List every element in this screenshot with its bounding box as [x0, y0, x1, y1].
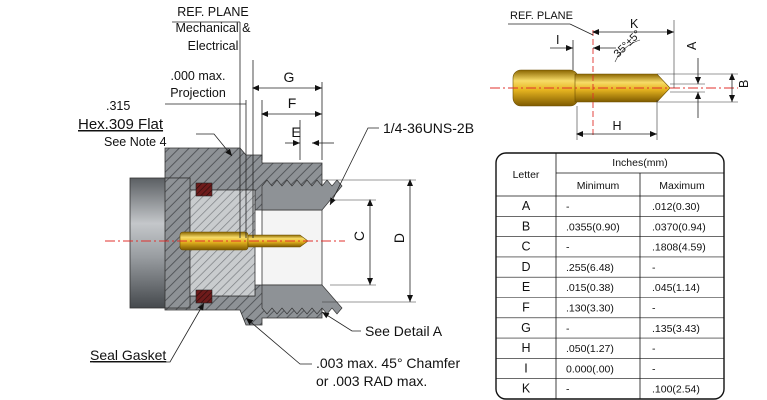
table-cell-letter: C: [521, 240, 530, 254]
table-frame: [495, 152, 725, 400]
table-cell-max: -: [652, 363, 656, 375]
table-cell-min: -: [566, 323, 570, 335]
table-row: B .0355(0.90) .0370(0.94): [522, 219, 706, 233]
gasket-top: [195, 182, 213, 197]
table-cell-max: .135(3.43): [652, 323, 700, 335]
detail-K-label: K: [630, 17, 639, 31]
see-note-label: See Note 4: [104, 135, 167, 149]
table-row: E .015(0.38) .045(1.14): [522, 280, 700, 294]
ref-plane-line1: REF. PLANE: [177, 5, 249, 19]
table-header-group: Inches(mm): [612, 157, 667, 169]
table-cell-min: .0355(0.90): [566, 221, 620, 233]
table-cell-min: .015(0.38): [566, 282, 614, 294]
dim-C-label: C: [351, 231, 367, 241]
leader-lines: [93, 21, 379, 365]
table-row: K - .100(2.54): [522, 382, 700, 396]
table-header-max: Maximum: [659, 180, 705, 192]
table-row: D .255(6.48) -: [521, 260, 656, 274]
table-cell-min: .255(6.48): [566, 262, 614, 274]
ref-plane-line3: Electrical: [188, 39, 239, 53]
table-cell-max: -: [652, 262, 656, 274]
detail-dim-lines: [508, 20, 738, 140]
table-row: G - .135(3.43): [521, 321, 700, 335]
table-cell-max: .012(0.30): [652, 201, 700, 213]
table-cell-letter: I: [524, 361, 527, 375]
detail-angle-label: 35°±5°: [612, 28, 644, 60]
table-header-letter: Letter: [513, 169, 540, 181]
table-cell-max: -: [652, 303, 656, 315]
table-cell-min: 0.000(.00): [566, 363, 614, 375]
table-row: F .130(3.30) -: [522, 301, 656, 315]
table-row: C - .1808(4.59): [521, 240, 705, 254]
table-row: A - .012(0.30): [522, 199, 700, 213]
see-detail-label: See Detail A: [365, 323, 443, 339]
table-cell-letter: A: [522, 199, 531, 213]
table-cell-max: .045(1.14): [652, 282, 700, 294]
table-cell-letter: E: [522, 280, 530, 294]
table-cell-letter: F: [522, 301, 530, 315]
table-cell-min: .050(1.27): [566, 343, 614, 355]
table-cell-min: -: [566, 201, 570, 213]
table-cell-letter: H: [521, 341, 530, 355]
thread-teeth: [261, 179, 343, 315]
chamfer-line1: .003 max. 45° Chamfer: [316, 355, 460, 371]
table-cell-letter: G: [521, 321, 531, 335]
main-section-view: [105, 147, 345, 326]
table-cell-letter: K: [522, 382, 531, 396]
center-pin-tip: [247, 234, 309, 248]
detail-H-label: H: [612, 119, 621, 133]
chamfer-line2: or .003 RAD max.: [316, 373, 427, 389]
projection-line1: .000 max.: [171, 69, 226, 83]
table-cell-letter: B: [522, 219, 530, 233]
dim-D-label: D: [391, 233, 407, 243]
ref-plane-line2: Mechanical &: [175, 21, 251, 35]
dim-G-label: G: [284, 69, 295, 85]
table-cell-max: .0370(0.94): [652, 221, 706, 233]
thread-spec-label: 1/4-36UNS-2B: [383, 120, 474, 136]
table-cell-max: .1808(4.59): [652, 242, 706, 254]
detail-ref-plane-label: REF. PLANE: [510, 10, 573, 22]
detail-A-label: A: [685, 41, 699, 50]
gasket-bottom: [195, 289, 213, 304]
dim-E-label: E: [291, 124, 300, 140]
cable-shell: [129, 177, 171, 309]
table-cell-max: .100(2.54): [652, 384, 700, 396]
dimension-lines: [252, 85, 416, 303]
seal-gasket-label: Seal Gasket: [90, 347, 166, 363]
projection-line2: Projection: [170, 86, 226, 100]
hex-value: .315: [106, 99, 130, 113]
table-cell-min: -: [566, 384, 570, 396]
hex-flat-label: Hex.309 Flat: [78, 116, 164, 133]
reference-lines: [239, 22, 323, 238]
table-row: H .050(1.27) -: [521, 341, 656, 355]
dim-F-label: F: [288, 95, 297, 111]
table-cell-max: -: [652, 343, 656, 355]
table-row: I 0.000(.00) -: [524, 361, 656, 375]
table-cell-min: .130(3.30): [566, 303, 614, 315]
dimension-table: Letter Inches(mm) Minimum Maximum A - .012…: [495, 152, 725, 400]
detail-B-label: B: [737, 80, 751, 88]
table-cell-min: -: [566, 242, 570, 254]
detail-view: REF. PLANE I K 35°±5° A B H: [490, 10, 751, 140]
table-cell-letter: D: [521, 260, 530, 274]
table-header-min: Minimum: [577, 180, 620, 192]
detail-I-label: I: [556, 33, 559, 47]
threaded-bore: [261, 209, 323, 286]
